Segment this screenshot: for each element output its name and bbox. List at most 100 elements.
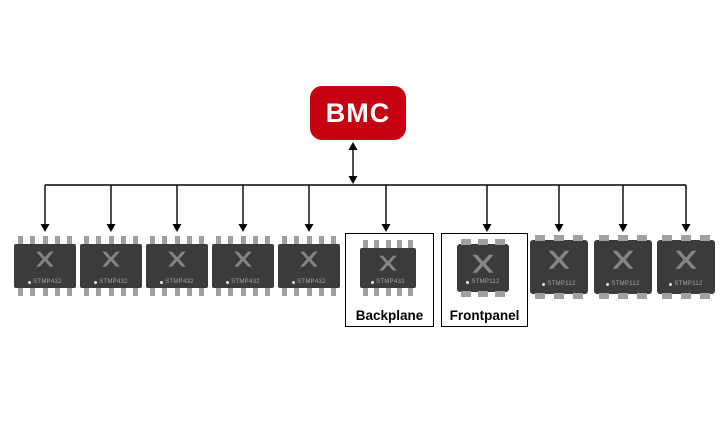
chip-part-number: STMP432: [165, 279, 194, 285]
chip-pin: [478, 239, 488, 245]
chip-caption: STMP112: [457, 279, 509, 285]
chip-pin: [265, 236, 271, 244]
chip-pin: [240, 288, 246, 296]
chip-vendor-logo-icon: [102, 251, 120, 267]
chip-pin: [199, 288, 205, 296]
chip-pin: [294, 288, 300, 296]
chip-vendor-logo-icon: [472, 254, 494, 273]
chip-stmp432-5: STMP432: [278, 236, 340, 296]
chip-stmp112-10: STMP112: [657, 235, 715, 299]
chip-pin: [460, 291, 471, 297]
chip-pin: [407, 288, 413, 296]
chip-pin: [700, 235, 711, 241]
chip-pin: [108, 236, 114, 244]
chip-caption: STMP432: [14, 279, 76, 285]
chip-caption: STMP432: [278, 279, 340, 285]
chip-pin: [573, 293, 584, 299]
chip-caption: STMP432: [212, 279, 274, 285]
chip-pin: [534, 235, 545, 241]
pin1-marker-dot: [94, 280, 98, 284]
chip-pin: [42, 288, 48, 296]
pin1-marker-dot: [226, 280, 230, 284]
chip-pin: [554, 293, 564, 299]
chip-pin: [318, 288, 324, 296]
chip-pin: [306, 288, 312, 296]
chip-pin: [133, 236, 139, 244]
chip-pin: [199, 236, 205, 244]
pin1-marker-dot: [669, 282, 673, 286]
chip-part-number: STMP432: [99, 279, 128, 285]
chip-pin: [385, 240, 391, 248]
chip-pin: [495, 239, 506, 245]
chip-pin: [215, 236, 221, 244]
chip-pin: [96, 288, 102, 296]
chip-part-number: STMP112: [471, 279, 500, 285]
chip-pin: [162, 288, 168, 296]
chip-pin: [67, 288, 73, 296]
chip-pin: [661, 235, 672, 241]
chip-pin: [618, 293, 628, 299]
chip-pin: [83, 236, 89, 244]
chip-pin: [228, 288, 234, 296]
chip-pin: [460, 239, 471, 245]
chip-stmp432-2: STMP432: [80, 236, 142, 296]
chip-pin: [174, 236, 180, 244]
pin1-marker-dot: [292, 280, 296, 284]
chip-pin: [108, 288, 114, 296]
chip-vendor-logo-icon: [548, 250, 570, 269]
chip-part-number: STMP432: [33, 279, 62, 285]
chip-stmp432-4: STMP432: [212, 236, 274, 296]
chip-caption: STMP112: [594, 281, 652, 287]
chip-pin: [252, 236, 258, 244]
chip-pin: [162, 236, 168, 244]
chip-vendor-logo-icon: [168, 251, 186, 267]
chip-pin: [331, 288, 337, 296]
chip-vendor-logo-icon: [234, 251, 252, 267]
chip-pin: [396, 288, 402, 296]
chip-pin: [637, 293, 648, 299]
chip-pin: [67, 236, 73, 244]
chip-pin: [363, 240, 369, 248]
chip-pin: [618, 235, 628, 241]
group-label-backplane: Backplane: [355, 308, 424, 323]
chip-pin: [681, 293, 691, 299]
chip-caption: STMP432: [146, 279, 208, 285]
chip-pin: [133, 288, 139, 296]
chip-vendor-logo-icon: [612, 250, 634, 269]
chip-pin: [186, 288, 192, 296]
chip-stmp112-7: STMP112: [457, 239, 509, 297]
chip-pin: [396, 240, 402, 248]
chip-pin: [240, 236, 246, 244]
chip-pin: [83, 288, 89, 296]
chip-pin: [478, 291, 488, 297]
pin1-marker-dot: [606, 282, 610, 286]
group-box-frontpanel: Frontpanel: [441, 233, 528, 327]
chip-pin: [661, 293, 672, 299]
chip-pin: [281, 236, 287, 244]
chip-pin: [42, 236, 48, 244]
chip-pin: [306, 236, 312, 244]
chip-pin: [54, 288, 60, 296]
chip-part-number: STMP432: [376, 279, 405, 285]
chip-pin: [149, 236, 155, 244]
bmc-label: BMC: [325, 97, 391, 128]
chip-stmp432-6: STMP432: [360, 240, 416, 296]
chip-pin: [17, 236, 23, 244]
chip-pin: [385, 288, 391, 296]
chip-caption: STMP112: [530, 281, 588, 287]
chip-pin: [374, 240, 380, 248]
chip-pin: [96, 236, 102, 244]
chip-pin: [228, 236, 234, 244]
chip-pin: [534, 293, 545, 299]
chip-pin: [495, 291, 506, 297]
chip-stmp432-1: STMP432: [14, 236, 76, 296]
chip-pin: [573, 235, 584, 241]
chip-pin: [554, 235, 564, 241]
chip-pin: [598, 235, 609, 241]
chip-pin: [265, 288, 271, 296]
chip-pin: [120, 236, 126, 244]
chip-vendor-logo-icon: [36, 251, 54, 267]
chip-pin: [281, 288, 287, 296]
